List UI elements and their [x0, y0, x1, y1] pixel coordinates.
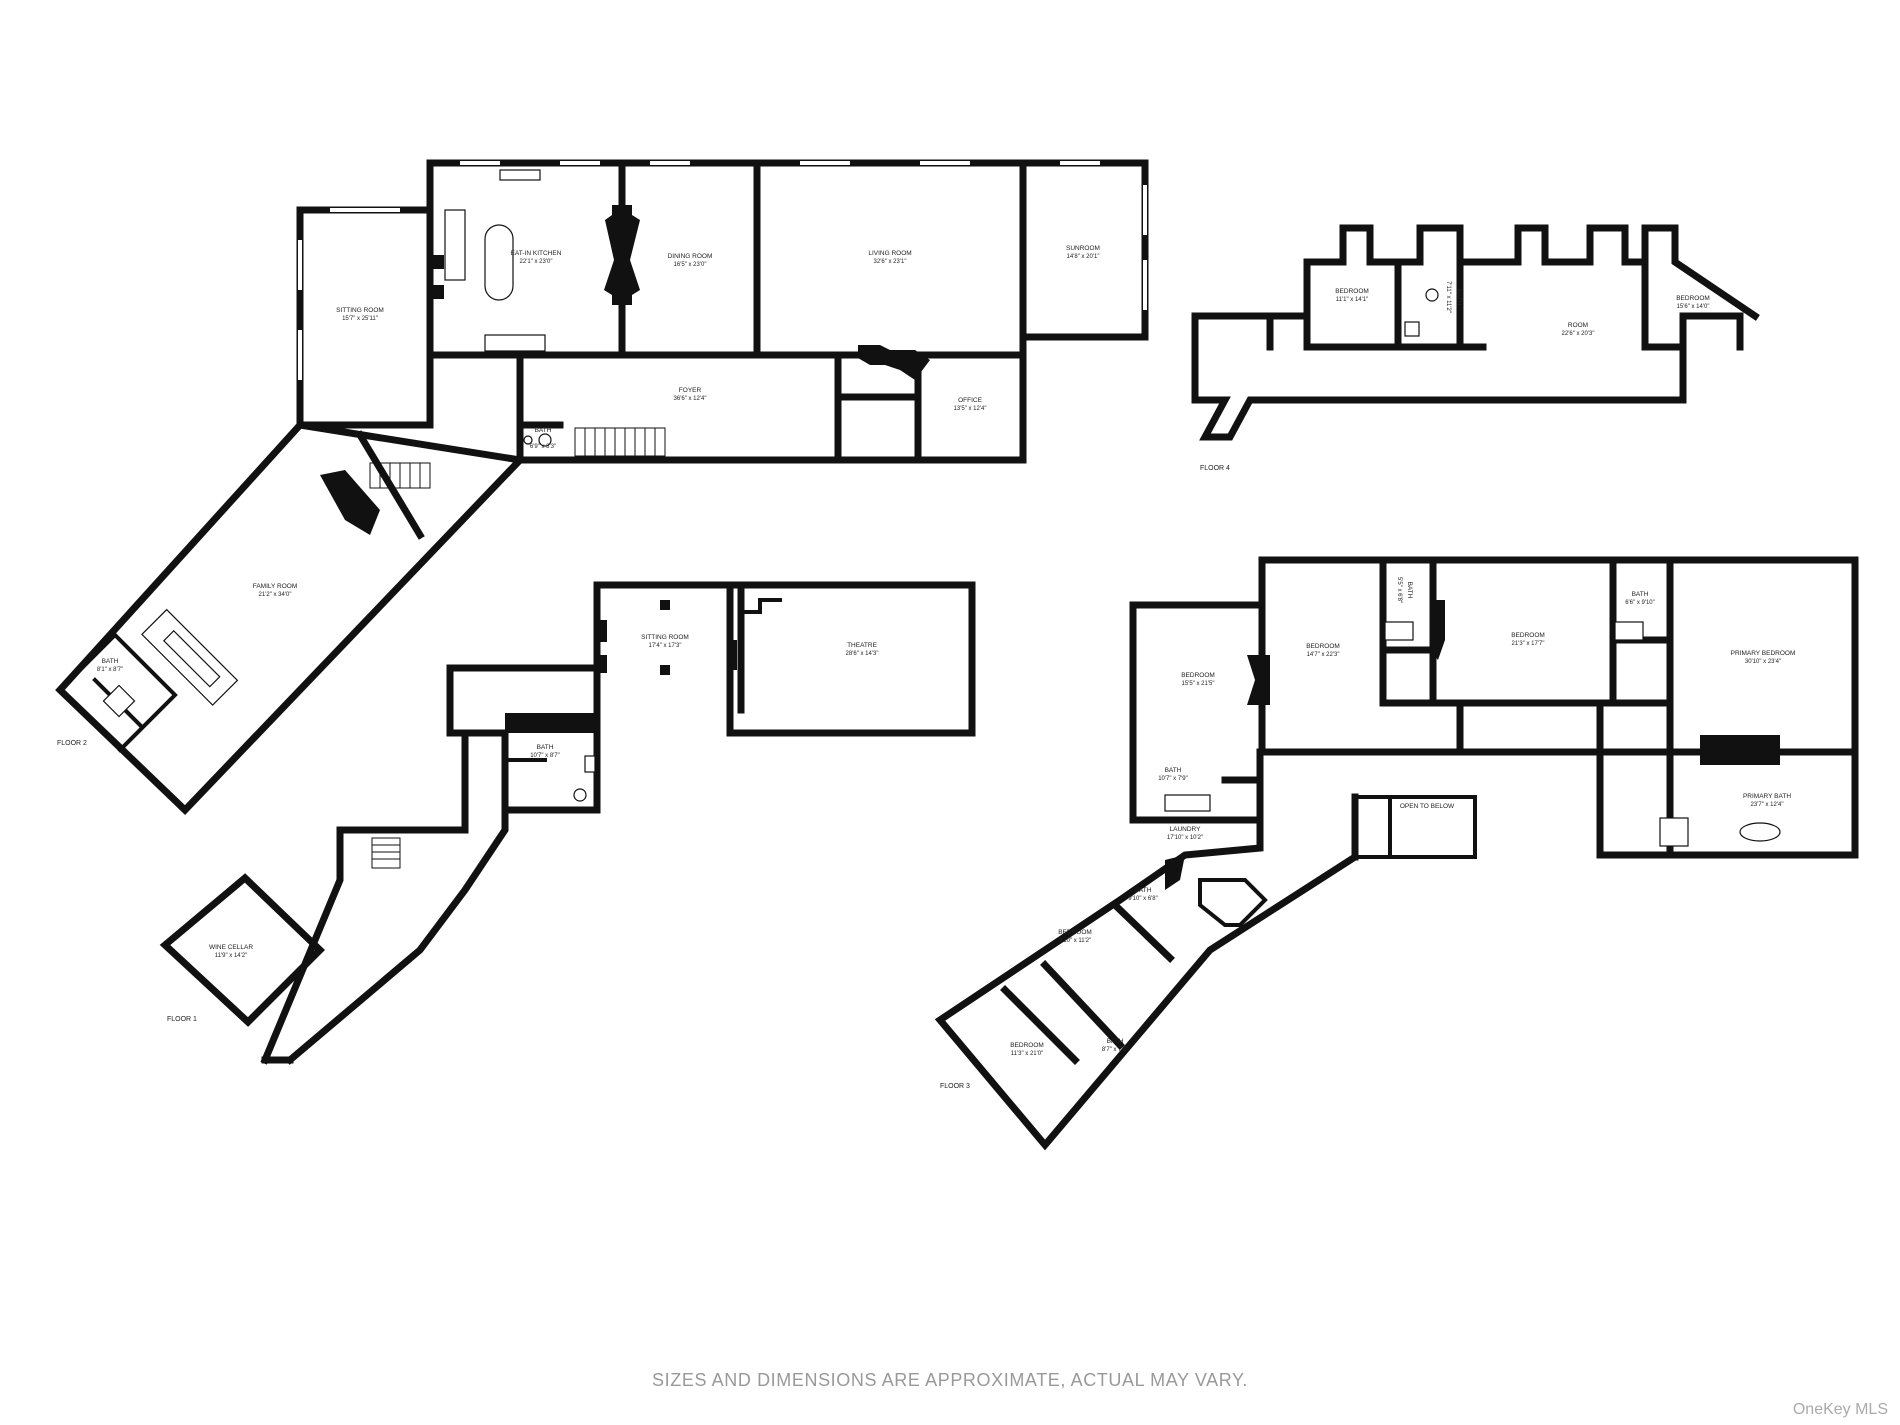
room-name: BATH	[102, 658, 119, 665]
room-name: BATH	[1632, 591, 1649, 598]
room-dim: 21'2" x 34'0"	[259, 592, 292, 598]
room-name: PRIMARY BEDROOM	[1731, 650, 1796, 657]
room-dim: 16'5" x 23'0"	[674, 262, 707, 268]
room-dim: 30'10" x 23'4"	[1745, 659, 1781, 665]
room-name: LAUNDRY	[1170, 826, 1202, 833]
room-dim: 8'7" x 7'2"	[1102, 1047, 1128, 1053]
room-name: BEDROOM	[1306, 643, 1340, 650]
disclaimer-text: SIZES AND DIMENSIONS ARE APPROXIMATE, AC…	[652, 1370, 1248, 1390]
room-name: SITTING ROOM	[336, 307, 384, 314]
room-dim: 36'6" x 12'4"	[674, 396, 707, 402]
room-name: SITTING ROOM	[641, 634, 689, 641]
floor-labels: FLOOR 2 FLOOR 1 FLOOR 4 FLOOR 3	[57, 465, 1230, 1090]
floor-4-plan	[1191, 224, 1760, 441]
room-name: EAT-IN KITCHEN	[511, 250, 562, 257]
room-dim: 9'10" x 6'8"	[1128, 896, 1158, 902]
room-dim: 8'1" x 8'7"	[97, 667, 123, 673]
room-name: LIVING ROOM	[868, 250, 911, 257]
room-dim: 15'5" x 21'5"	[1182, 681, 1215, 687]
room-name: FAMILY ROOM	[253, 583, 298, 590]
room-name: BEDROOM	[1181, 672, 1215, 679]
room-dim: 17'4" x 17'3"	[649, 643, 682, 649]
room-name: SUNROOM	[1066, 245, 1100, 252]
room-name: BEDROOM	[1058, 929, 1092, 936]
room-name: BATH	[1406, 582, 1413, 599]
room-dim: 11'1" x 14'1"	[1336, 297, 1368, 303]
room-dim: 6'6" x 9'10"	[1625, 600, 1655, 606]
room-name: BATH	[535, 427, 552, 434]
floor-2-label: FLOOR 2	[57, 740, 87, 747]
room-dim: 9'10" x 11'2"	[1059, 938, 1091, 944]
room-name: BEDROOM	[1335, 288, 1369, 295]
room-dim: 15'7" x 25'11"	[342, 316, 378, 322]
floor-2-plan	[55, 159, 1149, 815]
room-dim: 21'3" x 17'7"	[1512, 641, 1545, 647]
room-dim: 7'11" x 11'2"	[1445, 281, 1451, 313]
room-dim: 5'5" x 6'8"	[1396, 577, 1402, 603]
floor-4-label: FLOOR 4	[1200, 465, 1230, 472]
room-dim: 23'7" x 12'4"	[1751, 802, 1784, 808]
room-name: DINING ROOM	[668, 253, 713, 260]
room-dim: 15'6" x 14'0"	[1677, 304, 1710, 310]
room-name: BEDROOM	[1010, 1042, 1044, 1049]
room-name: OPEN TO BELOW	[1400, 803, 1455, 810]
room-dim: 11'3" x 21'0"	[1011, 1051, 1043, 1057]
room-name: BATH	[1107, 1038, 1124, 1045]
room-dim: 22'6" x 20'3"	[1562, 331, 1595, 337]
room-dim: 28'6" x 14'3"	[846, 651, 879, 657]
room-dim: 14'7" x 22'3"	[1307, 652, 1340, 658]
room-name: PRIMARY BATH	[1743, 793, 1791, 800]
room-name: OFFICE	[958, 397, 982, 404]
floor-3-plan	[934, 556, 1859, 1151]
room-name: WINE CELLAR	[209, 944, 253, 951]
room-dim: 6'9" x 3'3"	[530, 444, 556, 450]
room-name: BEDROOM	[1676, 295, 1710, 302]
room-dim: 14'8" x 20'1"	[1067, 254, 1100, 260]
room-name: BATH	[1165, 767, 1182, 774]
floor-3-label: FLOOR 3	[940, 1083, 970, 1090]
room-name: THEATRE	[847, 642, 878, 649]
floor-1-plan	[159, 581, 976, 1065]
room-dim: 11'9" x 14'2"	[215, 953, 247, 959]
room-dim: 22'1" x 23'0"	[520, 259, 553, 265]
room-dim: 13'5" x 12'4"	[954, 406, 987, 412]
room-dim: 17'10" x 10'2"	[1167, 835, 1203, 841]
room-labels: SITTING ROOM 15'7" x 25'11" EAT-IN KITCH…	[97, 245, 1796, 1057]
room-name: FOYER	[679, 387, 702, 394]
floor-1-label: FLOOR 1	[167, 1016, 197, 1023]
room-name: BEDROOM	[1511, 632, 1545, 639]
room-dim: 10'7" x 8'7"	[530, 753, 560, 759]
room-name: ROOM	[1568, 322, 1588, 329]
watermark-logo-text: OneKey MLS	[1792, 1401, 1888, 1418]
room-dim: 32'6" x 23'1"	[874, 259, 907, 265]
room-dim: 10'7" x 7'9"	[1158, 776, 1188, 782]
room-name: BATH	[1135, 887, 1152, 894]
room-name: BATH	[537, 744, 554, 751]
room-name: BATH	[1455, 289, 1462, 306]
